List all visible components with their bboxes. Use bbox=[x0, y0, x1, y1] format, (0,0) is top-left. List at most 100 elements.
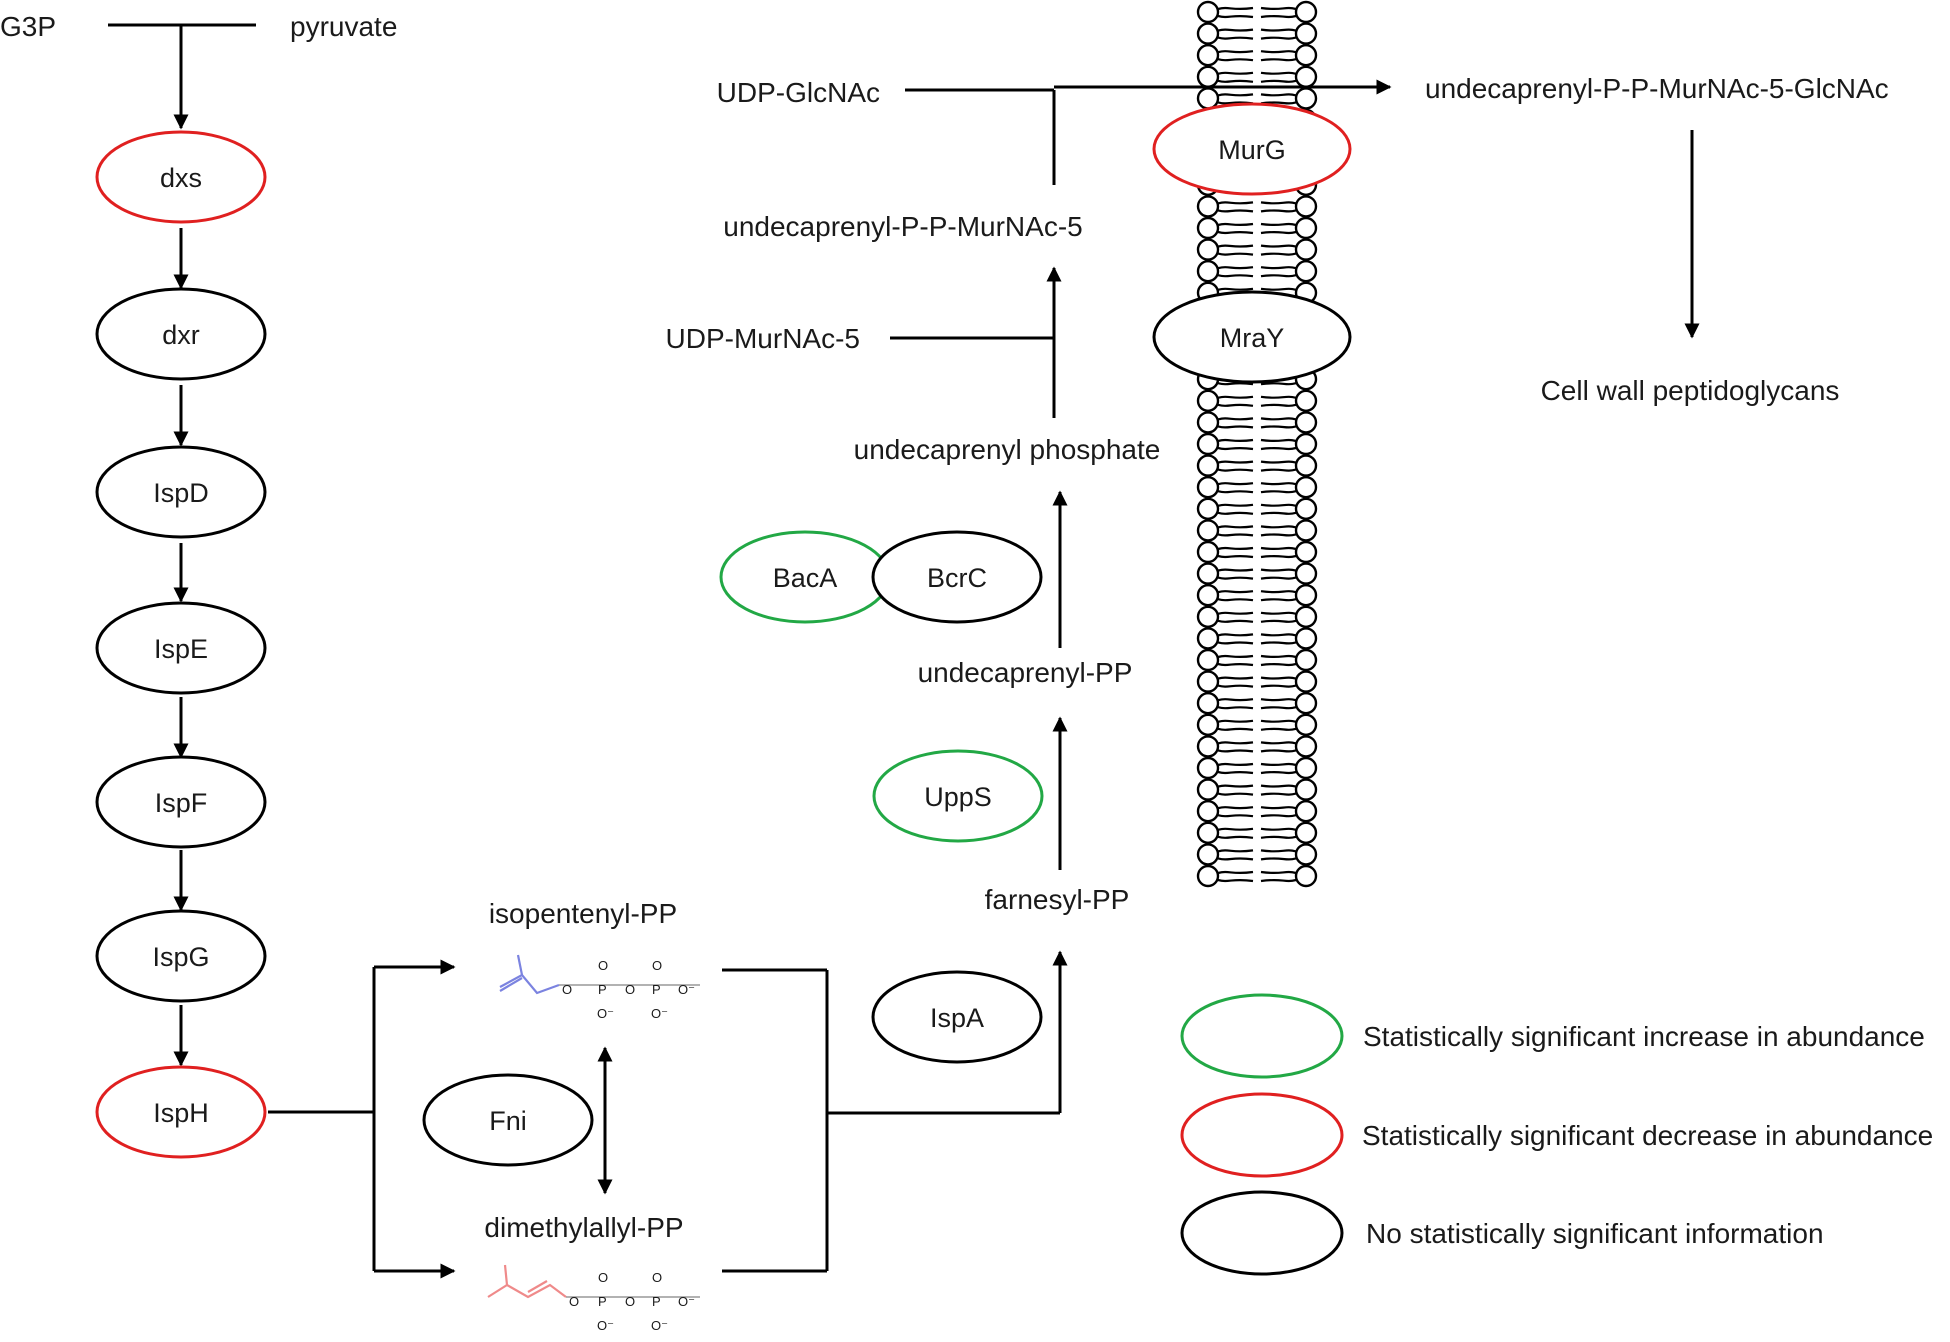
lipid-tail bbox=[1217, 222, 1254, 227]
lipid-tail bbox=[1260, 784, 1297, 788]
enzyme-bcrc-ellipse bbox=[871, 530, 1043, 624]
lipid-head bbox=[1196, 216, 1220, 240]
lipid-tail bbox=[1217, 525, 1254, 529]
lipid-tail bbox=[1260, 201, 1297, 205]
lipid-head bbox=[1196, 735, 1220, 758]
lipid-tail bbox=[1260, 878, 1297, 883]
lipid-tail bbox=[1260, 79, 1297, 83]
lipid-tail bbox=[1217, 611, 1254, 615]
lipid-tail bbox=[1260, 719, 1297, 723]
lipid-head bbox=[1294, 540, 1318, 564]
enzyme-ispe: IspE bbox=[95, 601, 267, 695]
ipp-phosphorus-1: P bbox=[598, 982, 607, 997]
dmapp-bridge-oxygen: O bbox=[625, 1294, 635, 1309]
lipid-tail bbox=[1217, 633, 1254, 637]
cell-wall-label: Cell wall peptidoglycans bbox=[1541, 375, 1840, 406]
lipid-tail bbox=[1217, 568, 1254, 572]
enzyme-ispg-label: IspG bbox=[152, 942, 209, 972]
lipid-head bbox=[1294, 843, 1318, 866]
lipid-head bbox=[1294, 648, 1318, 672]
lipid-tail bbox=[1260, 727, 1297, 731]
lipid-head bbox=[1294, 260, 1318, 283]
lipid-tail bbox=[1260, 770, 1297, 775]
lipid-tail bbox=[1217, 395, 1254, 399]
lipid-tail bbox=[1217, 741, 1254, 745]
legend-increase-label: Statistically significant increase in ab… bbox=[1363, 1021, 1925, 1052]
lipid-tail bbox=[1260, 706, 1297, 710]
lipid-head bbox=[1294, 670, 1318, 693]
lipid-ii-label: undecaprenyl-P-P-MurNAc-5-GlcNAc bbox=[1425, 73, 1889, 104]
lipid-tail bbox=[1260, 36, 1297, 40]
legend-increase-swatch bbox=[1180, 993, 1344, 1079]
lipid-tail bbox=[1217, 425, 1254, 429]
lipid-tail bbox=[1260, 50, 1297, 54]
lipid-tail bbox=[1260, 274, 1297, 278]
lipid-tail bbox=[1260, 468, 1297, 472]
lipid-head bbox=[1196, 519, 1220, 542]
lipid-head bbox=[1196, 44, 1220, 67]
enzyme-ispa-ellipse bbox=[871, 970, 1043, 1064]
lipid-head bbox=[1294, 778, 1318, 801]
lipid-tail bbox=[1217, 857, 1254, 861]
enzyme-dxr-label: dxr bbox=[162, 320, 200, 350]
enzyme-dxr-ellipse bbox=[95, 287, 267, 381]
lipid-tail bbox=[1260, 446, 1297, 451]
ipp-p2-oxygen-top: O bbox=[652, 958, 662, 973]
lipid-head bbox=[1196, 260, 1220, 283]
lipid-tail bbox=[1260, 698, 1297, 702]
lipid-tail bbox=[1217, 14, 1254, 19]
enzyme-fni-label: Fni bbox=[489, 1106, 527, 1136]
dmapp-phosphorus-2: P bbox=[652, 1294, 661, 1309]
lipid-head bbox=[1196, 497, 1220, 520]
enzyme-bcrc-label: BcrC bbox=[927, 563, 987, 593]
enzyme-fni: Fni bbox=[422, 1073, 594, 1167]
dimethylallyl-pp-structure: O P O P O⁻ O O⁻ O O⁻ bbox=[487, 1264, 700, 1333]
udp-murnac5-label: UDP-MurNAc-5 bbox=[666, 323, 860, 354]
lipid-head bbox=[1196, 65, 1220, 89]
enzyme-mray-label: MraY bbox=[1220, 323, 1285, 353]
lipid-head bbox=[1294, 735, 1318, 758]
lipid-head bbox=[1196, 411, 1220, 434]
lipid-head bbox=[1196, 454, 1220, 477]
enzyme-baca-label: BacA bbox=[773, 563, 838, 593]
enzyme-dxs-ellipse bbox=[95, 130, 267, 224]
enzyme-ispe-ellipse bbox=[95, 601, 267, 695]
dmapp-methyl-bond bbox=[503, 1264, 509, 1286]
lipid-tail bbox=[1217, 835, 1254, 839]
ipp-methyl-bond bbox=[516, 954, 524, 976]
lipid-tail bbox=[1260, 71, 1297, 75]
lipid-tail bbox=[1260, 857, 1297, 861]
lipid-tail bbox=[1217, 468, 1254, 472]
ipp-p1-oxygen-top: O bbox=[598, 958, 608, 973]
enzyme-fni-ellipse bbox=[422, 1073, 594, 1167]
lipid-tail bbox=[1260, 93, 1297, 97]
enzyme-mray-ellipse bbox=[1152, 290, 1352, 384]
lipid-head bbox=[1294, 195, 1318, 218]
lipid-head bbox=[1294, 562, 1318, 585]
lipid-tail bbox=[1260, 546, 1297, 551]
lipid-tail bbox=[1217, 252, 1254, 256]
lipid-tail bbox=[1217, 576, 1254, 580]
lipid-tail bbox=[1260, 676, 1297, 680]
lipid-head bbox=[1196, 864, 1220, 888]
lipid-tail bbox=[1217, 266, 1254, 270]
lipid-head bbox=[1196, 562, 1220, 585]
lipid-tail bbox=[1217, 619, 1254, 623]
enzyme-ispf: IspF bbox=[95, 755, 267, 849]
lipid-tail bbox=[1217, 438, 1254, 443]
lipid-head bbox=[1294, 605, 1318, 628]
lipid-tail bbox=[1260, 749, 1297, 753]
lipid-tail bbox=[1260, 662, 1297, 667]
legend-item-decrease: Statistically significant decrease in ab… bbox=[1180, 1092, 1933, 1178]
lipid-tail bbox=[1260, 28, 1297, 32]
lipid-tail bbox=[1217, 382, 1254, 386]
lipid-tail bbox=[1217, 590, 1254, 594]
ipp-oxide-right: O⁻ bbox=[678, 982, 695, 997]
lipid-tail bbox=[1260, 490, 1297, 494]
dmapp-oxygen: O bbox=[569, 1294, 579, 1309]
legend-decrease-swatch bbox=[1180, 1092, 1344, 1178]
lipid-tail bbox=[1217, 546, 1254, 551]
lipid-head bbox=[1196, 627, 1220, 650]
lipid-tail bbox=[1217, 706, 1254, 710]
